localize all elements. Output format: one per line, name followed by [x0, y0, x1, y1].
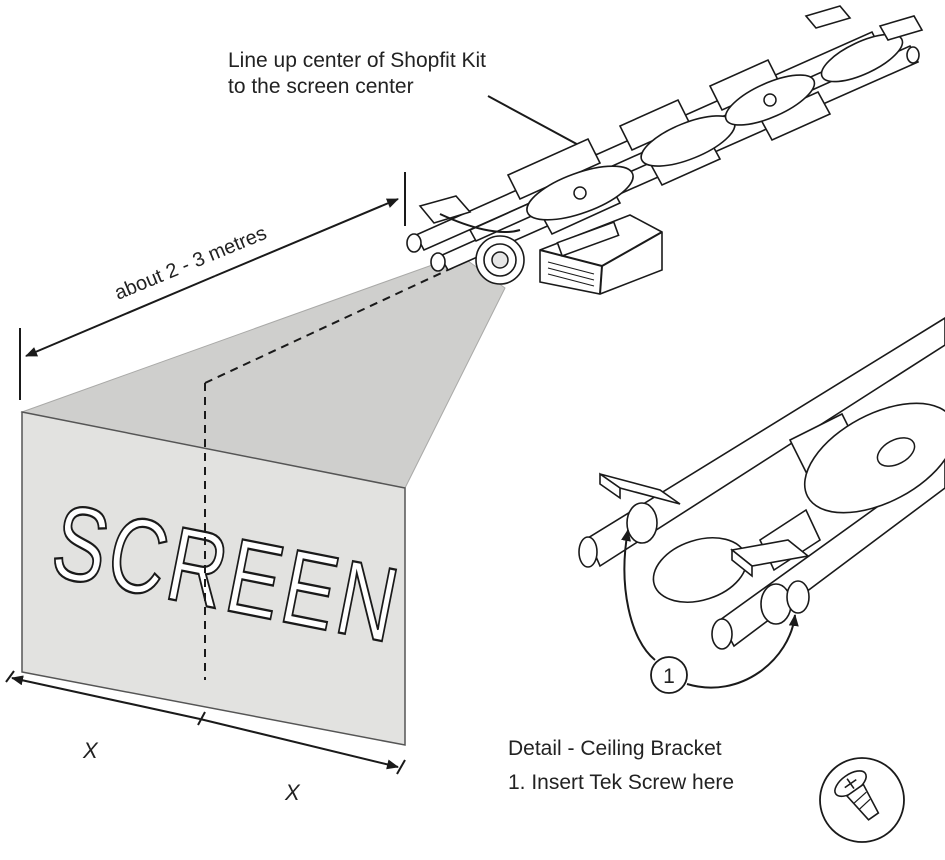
- instruction-line-2: to the screen center: [228, 75, 414, 99]
- tek-screw-icon: [819, 757, 905, 843]
- projection-screen: [21, 411, 406, 746]
- detail-caption: Detail - Ceiling Bracket 1. Insert Tek S…: [508, 736, 734, 797]
- ceiling-bracket-detail: [578, 317, 945, 650]
- callout-arrow-1: [621, 529, 656, 661]
- x-dim-left: [11, 675, 201, 720]
- x-label-right: X: [284, 780, 301, 805]
- instruction-text: Line up center of Shopfit Kit to the scr…: [228, 48, 486, 101]
- detail-step-1: 1. Insert Tek Screw here: [508, 771, 735, 795]
- callout-arrow-2: [686, 614, 799, 689]
- x-label-left: X: [82, 738, 99, 763]
- x-tick-right: [396, 759, 406, 775]
- detail-title: Detail - Ceiling Bracket: [508, 737, 722, 760]
- instruction-line-1: Line up center of Shopfit Kit: [228, 49, 486, 72]
- x-dim-right: [199, 718, 399, 770]
- callout-number-1: 1: [663, 665, 675, 688]
- x-tick-left: [5, 670, 15, 683]
- distance-arrow: [25, 275, 216, 357]
- distance-arrow-right: [214, 198, 399, 277]
- shopfit-kit: [406, 5, 924, 295]
- callout-circle-1: [650, 656, 688, 694]
